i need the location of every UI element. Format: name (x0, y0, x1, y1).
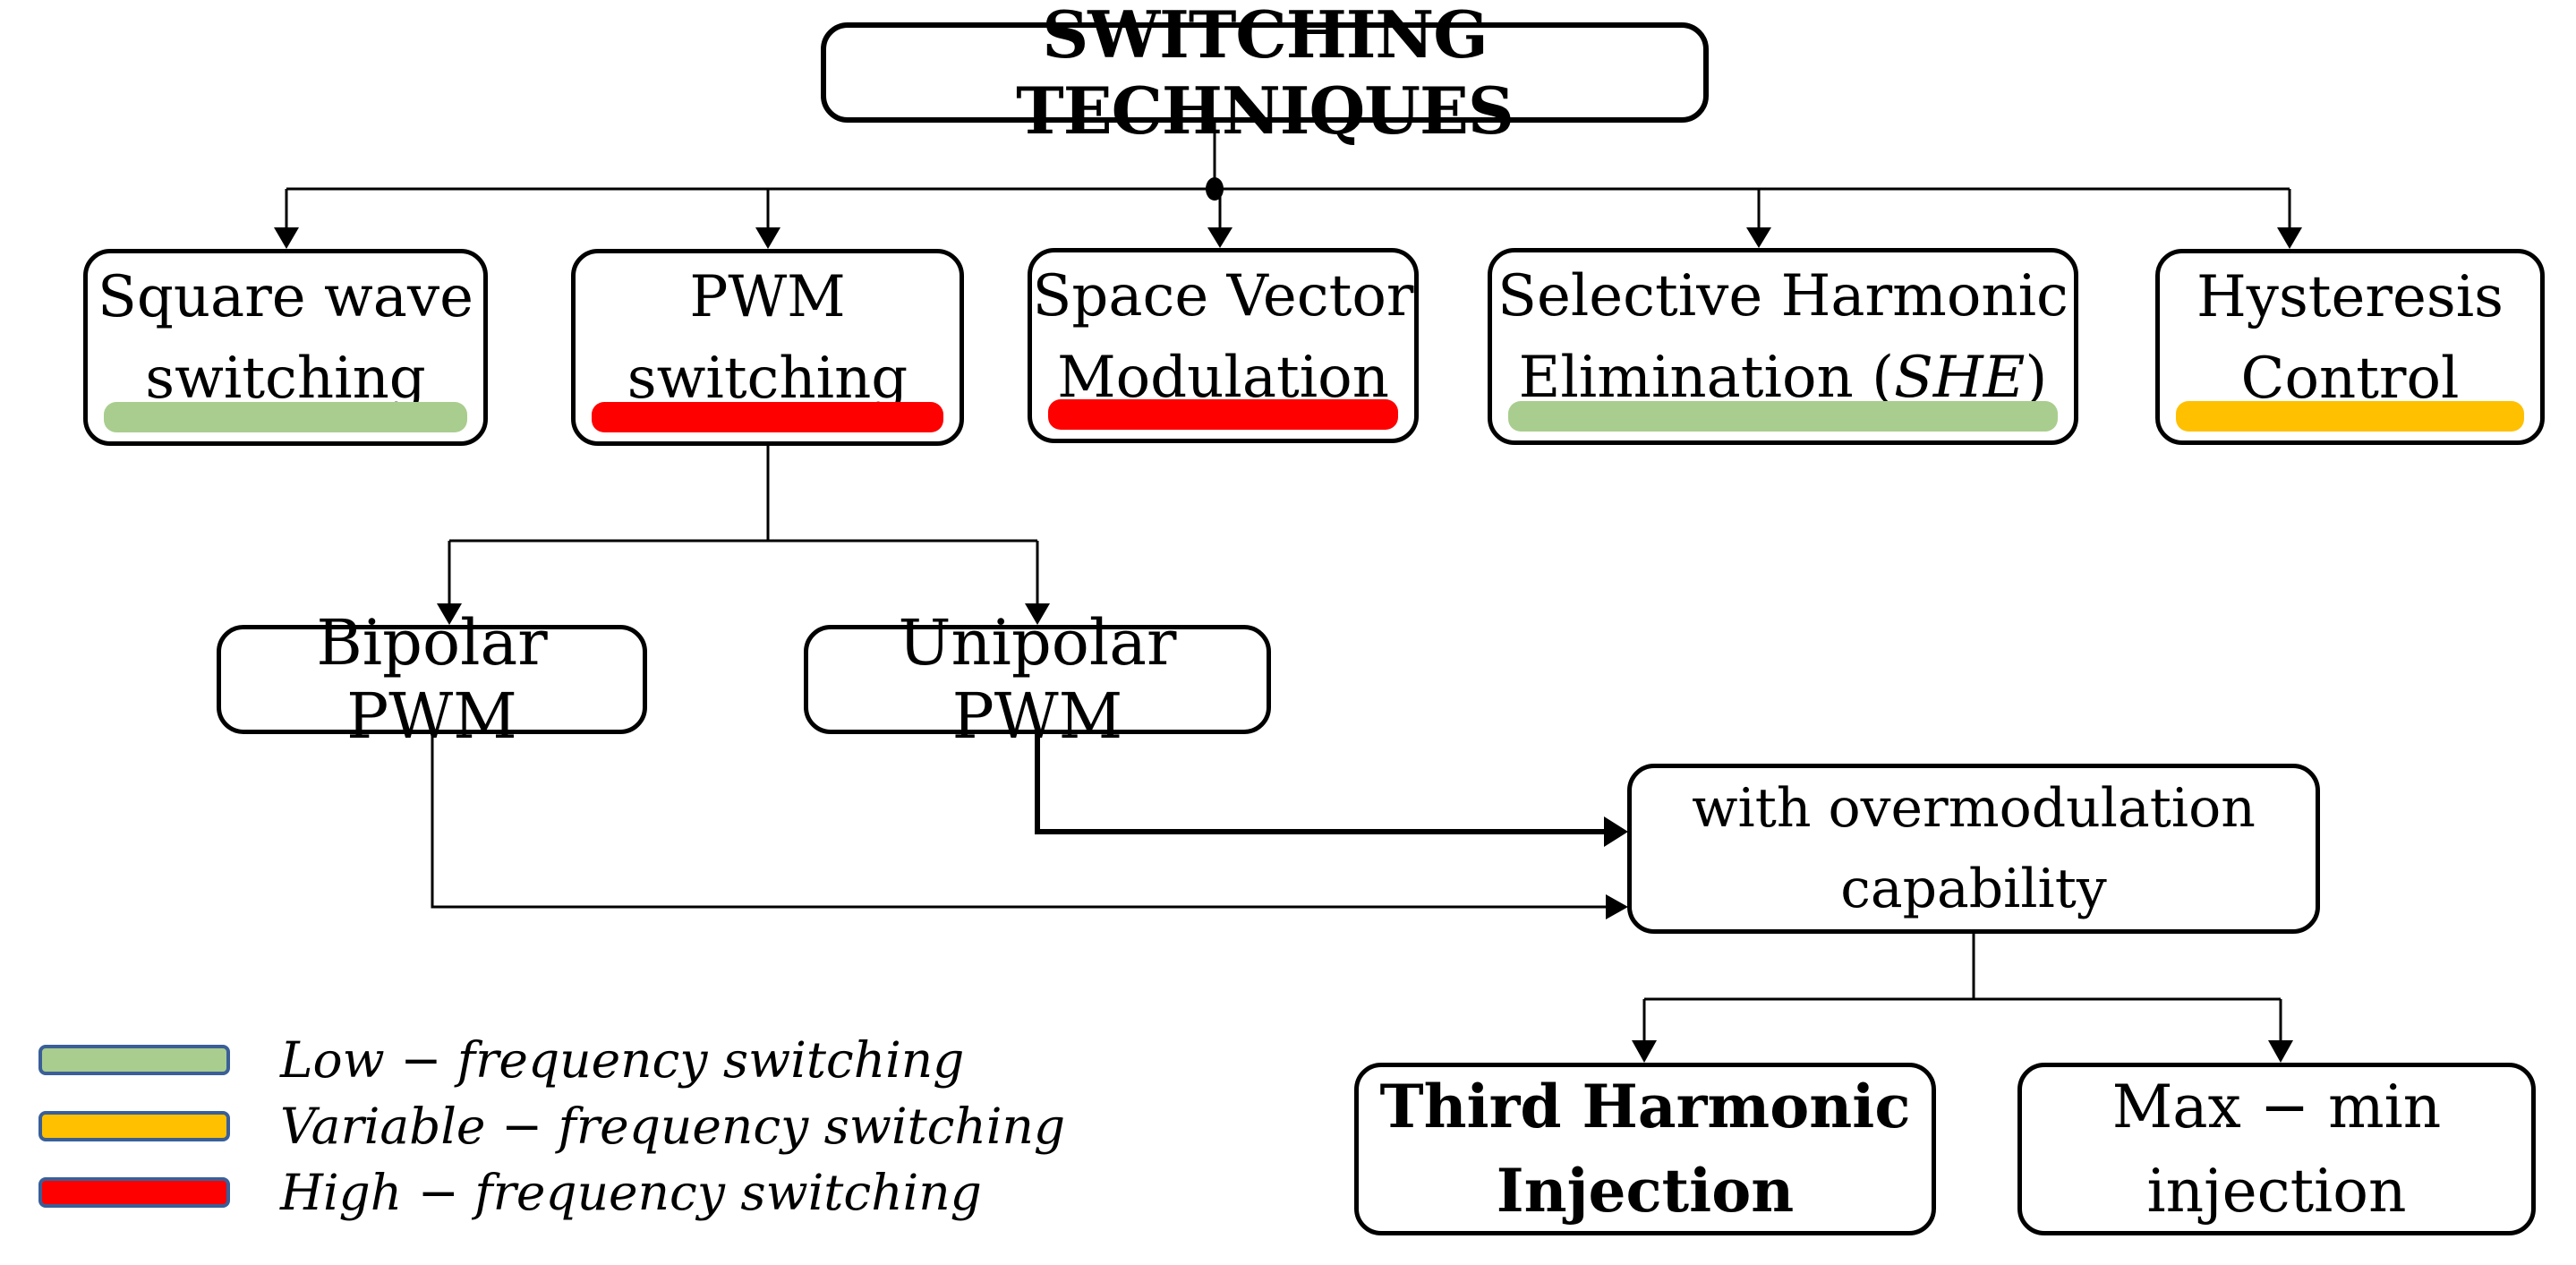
title-box: SWITCHING TECHNIQUES (821, 0, 1709, 149)
node-third-harmonic-injection: Third Harmonic Injection (1354, 1063, 1936, 1235)
label-part: ) (2025, 344, 2048, 411)
label-part: Elimination ( (1518, 344, 1895, 411)
legend-swatch-high (38, 1177, 230, 1208)
node-unipolar-pwm: Unipolar PWM (804, 606, 1271, 753)
legend-row-variable-frequency: Variable − frequency switching (38, 1098, 1065, 1155)
node-label-line: Square wave (98, 264, 473, 330)
legend-label: Low − frequency switching (280, 1031, 965, 1089)
frequency-indicator-bar (1508, 401, 2058, 432)
node-hysteresis-control: Hysteresis Control (2155, 249, 2545, 445)
node-label-line: Hysteresis (2196, 264, 2504, 330)
node-label-line: PWM (689, 264, 846, 330)
node-label-line: switching (627, 345, 908, 412)
frequency-indicator-bar (104, 402, 467, 432)
node-pwm-switching: PWM switching (571, 249, 964, 446)
node-label-line: switching (145, 345, 426, 412)
node-square-wave-switching: Square wave switching (83, 249, 488, 446)
node-label-line: Space Vector (1032, 263, 1414, 329)
node-label-line: Elimination (SHE) (1519, 338, 2048, 419)
legend-row-low-frequency: Low − frequency switching (38, 1031, 964, 1089)
frequency-indicator-bar (2176, 401, 2524, 432)
node-label-line: Max − min (2111, 1072, 2442, 1141)
node-max-min-injection: Max − min injection (2017, 1063, 2536, 1235)
node-label-line: Unipolar PWM (898, 606, 1177, 753)
node-selective-harmonic-elimination: Selective Harmonic Elimination (SHE) (1488, 248, 2078, 445)
node-label-line: Control (2240, 345, 2460, 412)
node-with-overmodulation-capability: with overmodulation capability (1627, 764, 2320, 934)
legend-label: Variable − frequency switching (280, 1098, 1066, 1155)
legend-swatch-variable (38, 1111, 230, 1141)
node-label-line: Injection (1496, 1155, 1795, 1226)
frequency-indicator-bar (1048, 399, 1398, 430)
node-label-line: Bipolar PWM (316, 606, 548, 753)
node-space-vector-modulation: Space Vector Modulation (1028, 248, 1419, 443)
node-label-line: Selective Harmonic (1497, 263, 2068, 329)
node-label-line: Third Harmonic (1379, 1071, 1911, 1141)
node-label-line: capability (1840, 858, 2107, 920)
page-title: SWITCHING TECHNIQUES (1016, 0, 1514, 149)
legend-label: High − frequency switching (280, 1164, 982, 1221)
label-part-italic: SHE (1894, 344, 2026, 411)
node-bipolar-pwm: Bipolar PWM (217, 606, 647, 753)
node-label-line: injection (2146, 1156, 2407, 1226)
legend-swatch-low (38, 1045, 230, 1075)
legend-row-high-frequency: High − frequency switching (38, 1164, 982, 1221)
node-label-line: with overmodulation (1692, 777, 2256, 840)
frequency-indicator-bar (592, 402, 943, 432)
